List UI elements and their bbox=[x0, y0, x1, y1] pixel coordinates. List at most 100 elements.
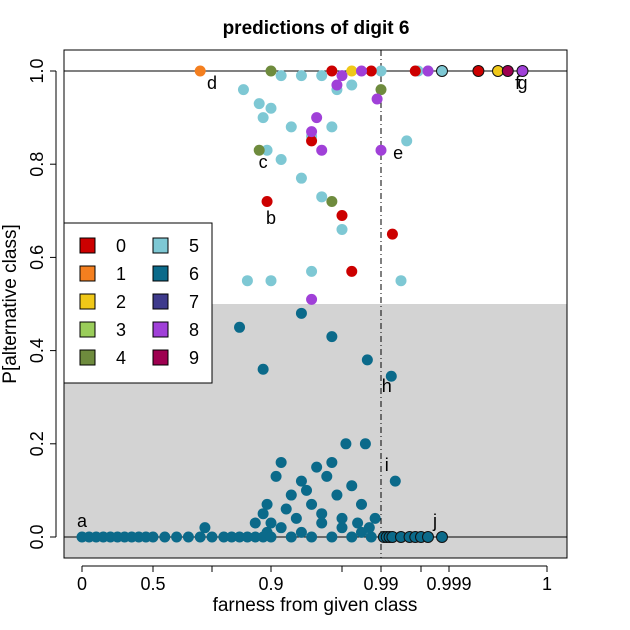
data-point-digit-8 bbox=[311, 112, 323, 124]
data-point-digit-6 bbox=[257, 363, 269, 375]
data-point-digit-5 bbox=[257, 112, 269, 124]
data-point-digit-6 bbox=[436, 531, 448, 543]
y-axis-label: P[alternative class] bbox=[0, 224, 21, 383]
data-point-digit-0 bbox=[326, 65, 338, 77]
data-point-digit-5 bbox=[326, 121, 338, 133]
data-point-digit-4 bbox=[326, 195, 338, 207]
annotation-g: g bbox=[517, 73, 527, 93]
data-point-digit-5 bbox=[275, 70, 287, 82]
legend-swatch-4 bbox=[79, 349, 96, 366]
data-point-digit-4 bbox=[265, 65, 277, 77]
legend-label-6: 6 bbox=[189, 264, 199, 284]
data-point-digit-6 bbox=[199, 522, 211, 534]
legend-swatch-7 bbox=[152, 293, 169, 310]
data-point-digit-5 bbox=[241, 275, 253, 287]
data-point-digit-6 bbox=[194, 531, 206, 543]
data-point-digit-9 bbox=[501, 65, 514, 77]
points-layer bbox=[76, 65, 529, 543]
y-tick-label: 0.8 bbox=[27, 152, 47, 177]
data-point-digit-8 bbox=[356, 65, 367, 77]
data-point-digit-6 bbox=[352, 517, 364, 529]
legend-label-5: 5 bbox=[189, 236, 199, 256]
data-point-digit-6 bbox=[363, 522, 375, 534]
legend-label-3: 3 bbox=[116, 320, 126, 340]
x-axis-label: farness from given class bbox=[213, 595, 418, 616]
legend-swatch-6 bbox=[152, 265, 169, 282]
data-point-digit-6 bbox=[275, 456, 287, 468]
data-point-digit-0 bbox=[261, 195, 273, 207]
data-point-digit-6 bbox=[422, 531, 434, 543]
data-point-digit-6 bbox=[171, 531, 183, 543]
y-tick-label: 0.0 bbox=[27, 524, 47, 549]
annotation-f: f bbox=[515, 73, 521, 93]
data-point-digit-8 bbox=[306, 126, 318, 138]
legend-swatch-3 bbox=[79, 321, 96, 338]
legend-label-1: 1 bbox=[116, 264, 126, 284]
data-point-digit-6 bbox=[336, 522, 348, 534]
data-point-digit-6 bbox=[301, 484, 312, 496]
legend-swatch-8 bbox=[152, 321, 169, 338]
data-point-digit-6 bbox=[275, 522, 287, 534]
data-point-digit-0 bbox=[346, 265, 358, 277]
data-point-digit-5 bbox=[306, 265, 318, 277]
data-point-digit-6 bbox=[249, 531, 261, 543]
data-point-digit-8 bbox=[422, 65, 434, 77]
x-tick-label: 0.5 bbox=[140, 574, 165, 594]
data-point-digit-6 bbox=[326, 531, 338, 543]
data-point-digit-5 bbox=[401, 135, 413, 147]
data-point-digit-6 bbox=[336, 512, 348, 524]
y-tick-label: 1.0 bbox=[27, 58, 47, 83]
data-point-digit-5 bbox=[346, 79, 358, 91]
data-point-digit-8 bbox=[516, 65, 529, 77]
legend-label-0: 0 bbox=[116, 236, 126, 256]
data-point-digit-6 bbox=[249, 517, 261, 529]
data-point-digit-6 bbox=[356, 498, 367, 510]
data-point-digit-6 bbox=[295, 307, 307, 319]
data-point-digit-5 bbox=[265, 102, 277, 114]
data-point-digit-0 bbox=[472, 65, 485, 77]
data-point-digit-6 bbox=[206, 531, 218, 543]
data-point-digit-6 bbox=[261, 498, 273, 510]
annotation-b: b bbox=[266, 208, 276, 228]
x-tick-label: 0.99 bbox=[363, 574, 398, 594]
data-point-digit-6 bbox=[311, 461, 323, 473]
data-point-digit-6 bbox=[285, 531, 297, 543]
legend-label-4: 4 bbox=[116, 348, 126, 368]
data-point-digit-8 bbox=[316, 144, 328, 156]
x-tick-label: 1 bbox=[542, 574, 552, 594]
data-point-digit-6 bbox=[306, 531, 318, 543]
data-point-digit-6 bbox=[340, 438, 352, 450]
data-point-digit-0 bbox=[336, 209, 348, 221]
data-point-digit-6 bbox=[182, 531, 194, 543]
data-point-digit-6 bbox=[270, 470, 282, 482]
data-point-digit-0 bbox=[306, 135, 318, 147]
data-point-digit-6 bbox=[241, 531, 253, 543]
data-point-digit-8 bbox=[336, 70, 348, 82]
annotation-h: h bbox=[382, 376, 392, 396]
data-point-digit-5 bbox=[295, 172, 307, 184]
data-point-digit-6 bbox=[346, 531, 358, 543]
legend-swatch-2 bbox=[79, 293, 96, 310]
data-point-digit-6 bbox=[257, 508, 269, 520]
data-point-digit-5 bbox=[285, 121, 297, 133]
data-point-digit-8 bbox=[375, 144, 387, 156]
data-point-digit-6 bbox=[316, 517, 328, 529]
data-point-digit-5 bbox=[295, 70, 307, 82]
data-point-digit-5 bbox=[261, 144, 273, 156]
data-point-digit-6 bbox=[280, 503, 292, 515]
x-tick-label: 0 bbox=[77, 574, 87, 594]
annotation-e: e bbox=[393, 143, 403, 163]
x-tick-label: 0.9 bbox=[258, 574, 283, 594]
data-point-digit-6 bbox=[218, 531, 230, 543]
data-point-digit-6 bbox=[234, 321, 246, 333]
data-point-digit-6 bbox=[331, 489, 343, 501]
y-tick-label: 0.2 bbox=[27, 431, 47, 456]
data-point-digit-6 bbox=[326, 331, 338, 343]
annotation-c: c bbox=[259, 152, 268, 172]
data-point-digit-5 bbox=[436, 65, 448, 77]
data-point-digit-6 bbox=[290, 512, 302, 524]
chart-title: predictions of digit 6 bbox=[223, 18, 410, 39]
data-point-digit-6 bbox=[316, 508, 328, 520]
data-point-digit-6 bbox=[389, 475, 401, 487]
